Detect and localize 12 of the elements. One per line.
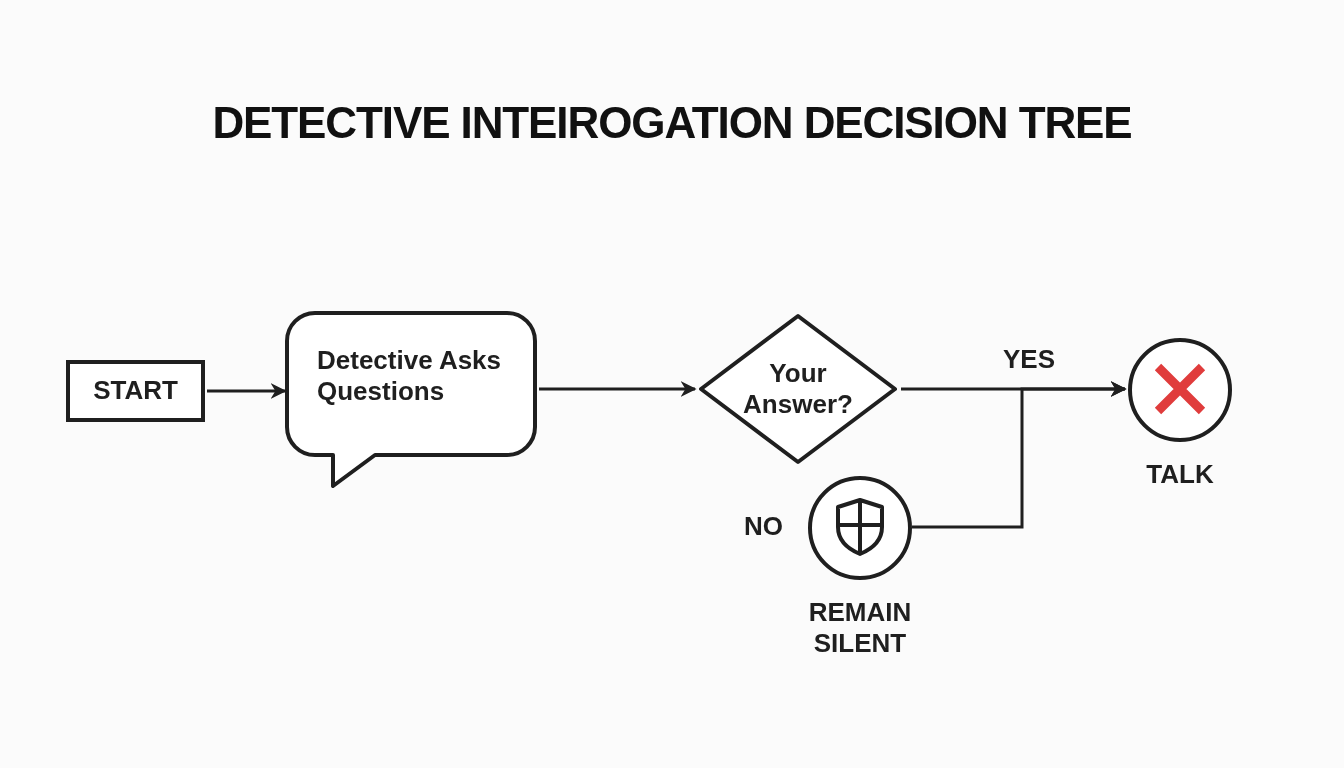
arrow	[207, 383, 287, 399]
edge-label: YES	[1002, 346, 1056, 372]
arrow	[539, 381, 697, 397]
diamond-text: Your Answer?	[743, 357, 853, 421]
arrow	[912, 381, 1127, 529]
box-label: START	[93, 375, 178, 407]
node-label: REMAIN SILENT	[807, 597, 913, 660]
start-box	[66, 360, 205, 422]
node-label: TALK	[1145, 459, 1215, 491]
branch-label: NO	[744, 511, 783, 543]
bubble-text: Detective Asks Questions	[317, 345, 503, 408]
diagram-title: DETECTIVE INTEIROGATION DECISION TREE	[211, 97, 1133, 149]
